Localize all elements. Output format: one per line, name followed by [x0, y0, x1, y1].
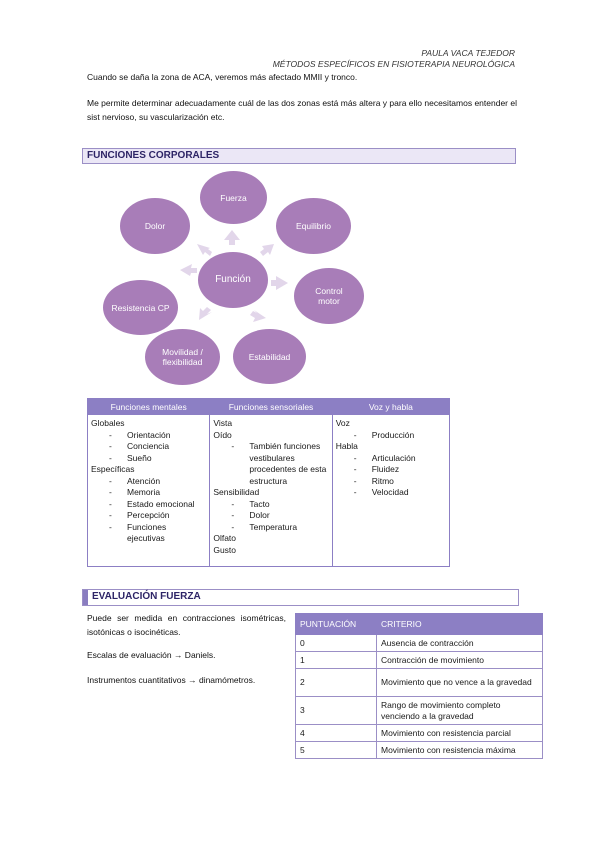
arrow-downleft	[199, 307, 212, 320]
section-accent-bar	[83, 590, 88, 605]
list-item: Velocidad	[336, 487, 446, 499]
score-cell: 5	[295, 741, 377, 759]
list-item: Funciones ejecutivas	[91, 522, 206, 545]
list-item: Sueño	[91, 453, 206, 465]
table-row: 0 Ausencia de contracción	[295, 634, 543, 652]
cell-sensoriales: Vista Oído También funciones vestibulare…	[209, 414, 333, 567]
label-olfato: Olfato	[213, 533, 237, 543]
list-item: Ritmo	[336, 476, 446, 488]
criterio-cell: Movimiento con resistencia máxima	[376, 741, 543, 759]
section-evaluacion-title: EVALUACIÓN FUERZA	[82, 589, 519, 606]
arrow-upright	[260, 244, 274, 256]
label-globales: Globales	[91, 418, 125, 428]
list-item: Temperatura	[213, 522, 328, 534]
section-funciones-title: FUNCIONES CORPORALES	[82, 148, 516, 164]
table-row: 4 Movimiento con resistencia parcial	[295, 724, 543, 742]
score-cell: 0	[295, 634, 377, 652]
criterio-cell: Movimiento que no vence a la gravedad	[376, 668, 543, 697]
label-habla: Habla	[335, 441, 358, 451]
header-subject: MÉTODOS ESPECÍFICOS EN FISIOTERAPIA NEUR…	[272, 59, 515, 69]
label-vista: Vista	[213, 418, 233, 428]
score-cell: 1	[295, 651, 377, 669]
eval-paragraph-2: Escalas de evaluación → Daniels.	[87, 650, 216, 660]
page-header: PAULA VACA TEJEDOR MÉTODOS ESPECÍFICOS E…	[273, 48, 515, 70]
list-item: Orientación	[91, 430, 206, 442]
list-especificas: Atención Memoria Estado emocional Percep…	[91, 476, 206, 545]
list-item: Percepción	[91, 510, 206, 522]
node-estabilidad: Estabilidad	[233, 329, 306, 384]
arrow-downright	[250, 310, 266, 322]
arrow-up	[224, 230, 240, 245]
list-item: Memoria	[91, 487, 206, 499]
daniels-table: PUNTUACIÓN CRITERIO 0 Ausencia de contra…	[295, 613, 543, 759]
header-author: PAULA VACA TEJEDOR	[421, 48, 515, 58]
label-oido: Oído	[213, 429, 232, 440]
list-item: Tacto	[213, 499, 328, 511]
node-movilidad: Movilidad / flexibilidad	[145, 329, 220, 385]
node-control-motor: Control motor	[294, 268, 364, 324]
score-cell: 2	[295, 668, 377, 697]
node-equilibrio: Equilibrio	[276, 198, 351, 254]
list-item: Conciencia	[91, 441, 206, 453]
list-item: Articulación	[336, 453, 446, 465]
criterio-cell: Rango de movimiento completo venciendo a…	[376, 696, 543, 725]
node-resistencia: Resistencia CP	[103, 280, 178, 335]
list-item: También funciones vestibulares procedent…	[213, 441, 328, 487]
score-cell: 4	[295, 724, 377, 742]
intro-paragraph-1: Cuando se daña la zona de ACA, veremos m…	[87, 72, 358, 82]
criterio-cell: Ausencia de contracción	[376, 634, 543, 652]
table-row: 3 Rango de movimiento completo venciendo…	[295, 696, 543, 725]
list-item: Estado emocional	[91, 499, 206, 511]
arrow-left	[180, 264, 197, 276]
cell-mentales: Globales Orientación Conciencia Sueño Es…	[86, 414, 211, 567]
table-row: 2 Movimiento que no vence a la gravedad	[295, 668, 543, 697]
label-sensibilidad: Sensibilidad	[213, 487, 260, 497]
list-item: Dolor	[213, 510, 328, 522]
label-voz: Voz	[335, 418, 350, 428]
node-funcion-center: Función	[198, 252, 268, 308]
node-dolor: Dolor	[120, 198, 190, 254]
list-oido: También funciones vestibulares procedent…	[213, 441, 328, 487]
col-header-criterio: CRITERIO	[376, 613, 543, 635]
list-globales: Orientación Conciencia Sueño	[91, 430, 206, 465]
criterio-cell: Contracción de movimiento	[376, 651, 543, 669]
label-gusto: Gusto	[213, 544, 237, 555]
table-row: 1 Contracción de movimiento	[295, 651, 543, 669]
funciones-table: Funciones mentales Funciones sensoriales…	[86, 398, 451, 567]
list-voz: Producción	[336, 430, 446, 442]
list-item: Atención	[91, 476, 206, 488]
diagram-arrows	[180, 230, 288, 322]
list-sensibilidad: Tacto Dolor Temperatura	[213, 499, 328, 534]
arrow-upleft	[197, 244, 212, 256]
col-header-mentales: Funciones mentales	[86, 398, 211, 415]
col-header-sensoriales: Funciones sensoriales	[209, 398, 333, 415]
criterio-cell: Movimiento con resistencia parcial	[376, 724, 543, 742]
score-cell: 3	[295, 696, 377, 725]
section-evaluacion-label: EVALUACIÓN FUERZA	[92, 591, 201, 602]
arrow-right	[271, 276, 288, 290]
col-header-voz: Voz y habla	[331, 398, 451, 415]
node-fuerza: Fuerza	[200, 171, 267, 224]
intro-paragraph-2: Me permite determinar adecuadamente cuál…	[87, 98, 517, 122]
list-habla: Articulación Fluidez Ritmo Velocidad	[336, 453, 446, 499]
col-header-puntuacion: PUNTUACIÓN	[295, 613, 377, 635]
eval-paragraph-3: Instrumentos cuantitativos → dinamómetro…	[87, 675, 256, 685]
label-especificas: Específicas	[91, 464, 135, 474]
eval-paragraph-1: Puede ser medida en contracciones isomét…	[87, 613, 286, 637]
table-row: 5 Movimiento con resistencia máxima	[295, 741, 543, 759]
list-item: Fluidez	[336, 464, 446, 476]
cell-voz-habla: Voz Producción Habla Articulación Fluide…	[331, 414, 451, 567]
list-item: Producción	[336, 430, 446, 442]
